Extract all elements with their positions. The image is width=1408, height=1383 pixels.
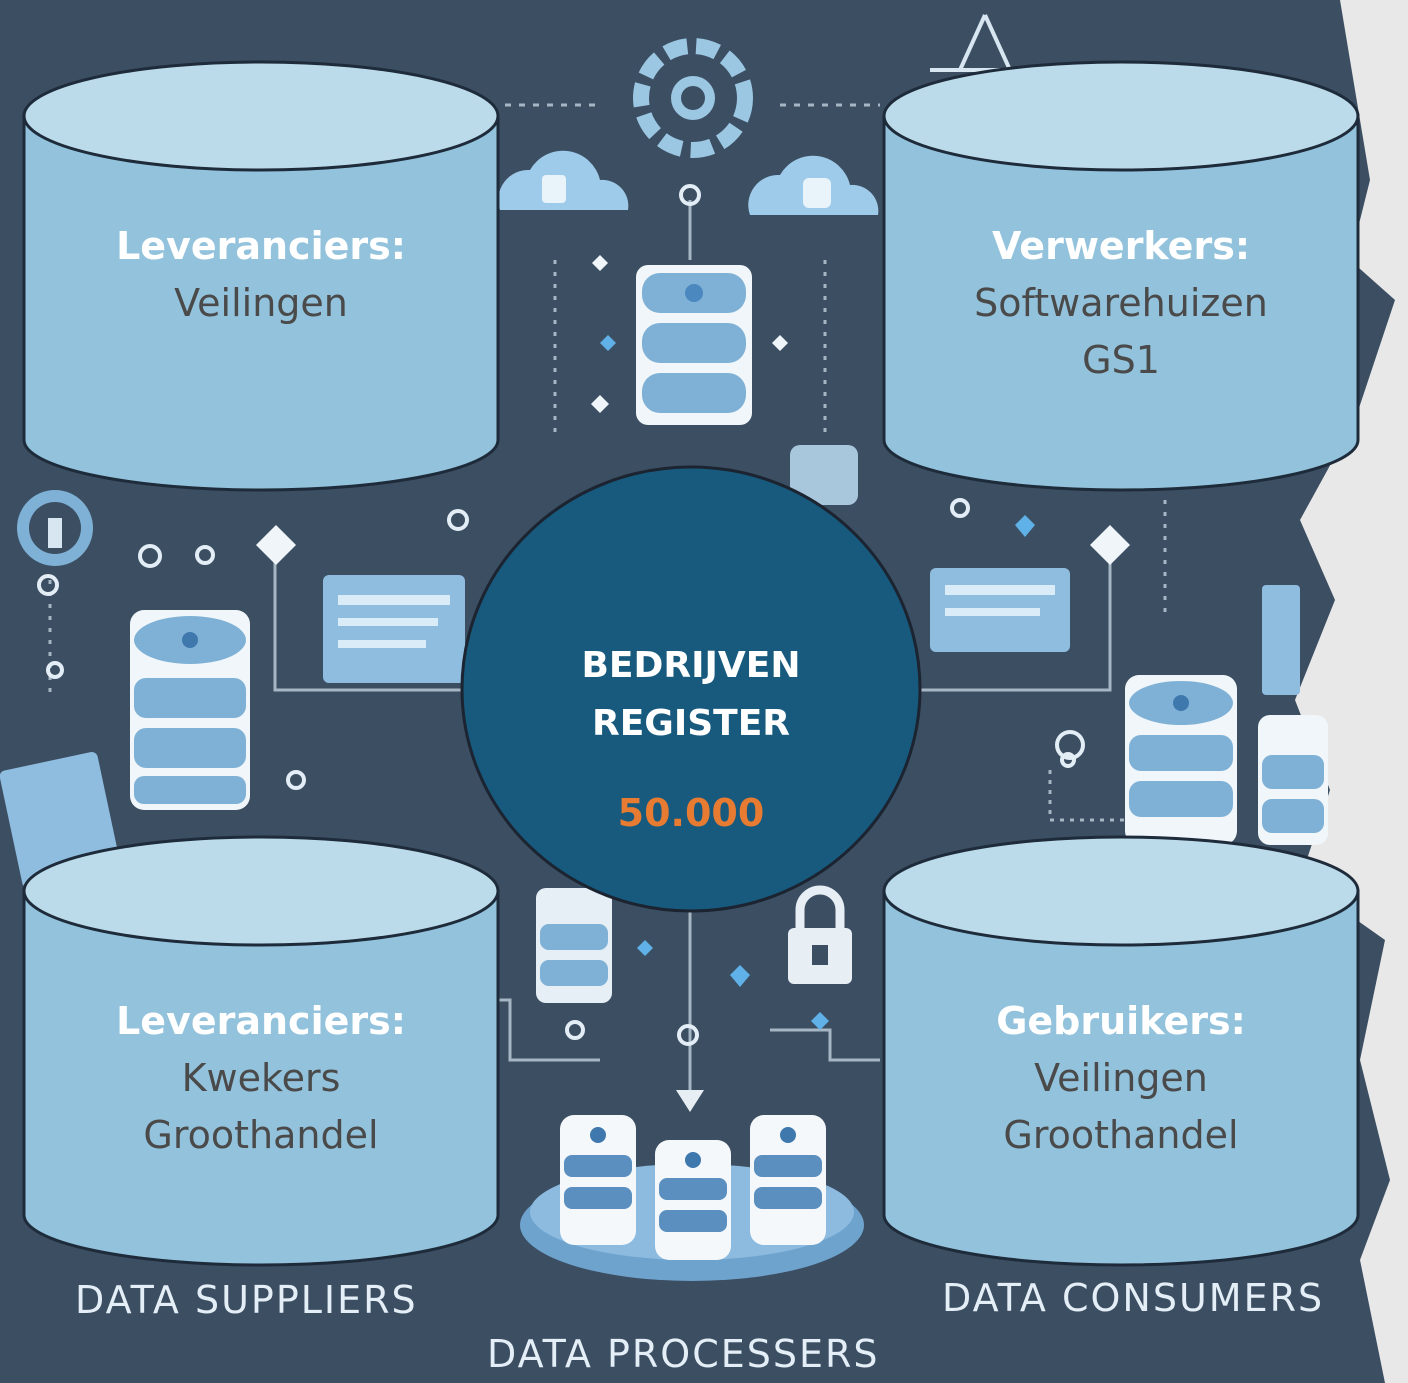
cloud-lock-icon [498, 150, 629, 210]
database-icon [130, 610, 250, 810]
cylinder-shape [22, 60, 500, 492]
database-icon [1258, 715, 1328, 845]
lock-icon [788, 885, 852, 984]
blue-dot-icons [600, 335, 1035, 1030]
laptop-icon [1262, 585, 1300, 695]
cylinder-shape [22, 835, 500, 1267]
cylinder-text: Leveranciers: Veilingen [22, 218, 500, 332]
cylinder-shape [882, 60, 1360, 492]
label-data-consumers: DATA CONSUMERS [942, 1276, 1325, 1320]
cylinder-text: Gebruikers: Veilingen Groothandel [882, 993, 1360, 1164]
diamond-icons [256, 255, 1130, 565]
cylinder-text: Verwerkers: Softwarehuizen GS1 [882, 218, 1360, 389]
database-icon [636, 265, 752, 425]
label-data-processers: DATA PROCESSERS [487, 1332, 880, 1376]
cylinder-heading: Verwerkers: [991, 224, 1251, 268]
database-icon [790, 445, 858, 505]
center-circle-shape [460, 465, 922, 913]
server-stack-icon [520, 1115, 864, 1281]
arrow-down-icon [676, 1090, 704, 1112]
gear-icon [633, 38, 753, 158]
cylinder-shape [882, 835, 1360, 1267]
register-title-line2: REGISTER [591, 703, 791, 744]
cylinder-bottom-right: Gebruikers: Veilingen Groothandel [882, 835, 1360, 1267]
cloud-icon [748, 155, 879, 215]
cylinder-top-left: Leveranciers: Veilingen [22, 60, 500, 492]
cylinder-heading: Leveranciers: [116, 224, 406, 268]
cylinder-bottom-left: Leveranciers: Kwekers Groothandel [22, 835, 500, 1267]
cylinder-line: Softwarehuizen [974, 281, 1268, 325]
database-icon [536, 888, 612, 1003]
monitor-icon [930, 568, 1070, 652]
center-register-circle: BEDRIJVEN REGISTER 50.000 [460, 465, 922, 913]
cylinder-heading: Leveranciers: [116, 999, 406, 1043]
register-title-line1: BEDRIJVEN [581, 645, 801, 686]
key-icon [17, 490, 93, 566]
cylinder-line: Kwekers [181, 1056, 341, 1100]
node-icons [37, 184, 1085, 1046]
cylinder-line: Veilingen [174, 281, 348, 325]
cylinder-line: GS1 [1082, 338, 1160, 382]
label-data-suppliers: DATA SUPPLIERS [75, 1278, 418, 1322]
register-title: BEDRIJVEN REGISTER [460, 637, 922, 753]
monitor-icon [323, 575, 465, 683]
cylinder-top-right: Verwerkers: Softwarehuizen GS1 [882, 60, 1360, 492]
cylinder-line: Veilingen [1034, 1056, 1208, 1100]
cylinder-text: Leveranciers: Kwekers Groothandel [22, 993, 500, 1164]
cylinder-line: Groothandel [143, 1113, 379, 1157]
database-icon [1125, 675, 1237, 845]
cylinder-heading: Gebruikers: [996, 999, 1246, 1043]
cylinder-line: Groothandel [1003, 1113, 1239, 1157]
register-count: 50.000 [617, 791, 765, 835]
